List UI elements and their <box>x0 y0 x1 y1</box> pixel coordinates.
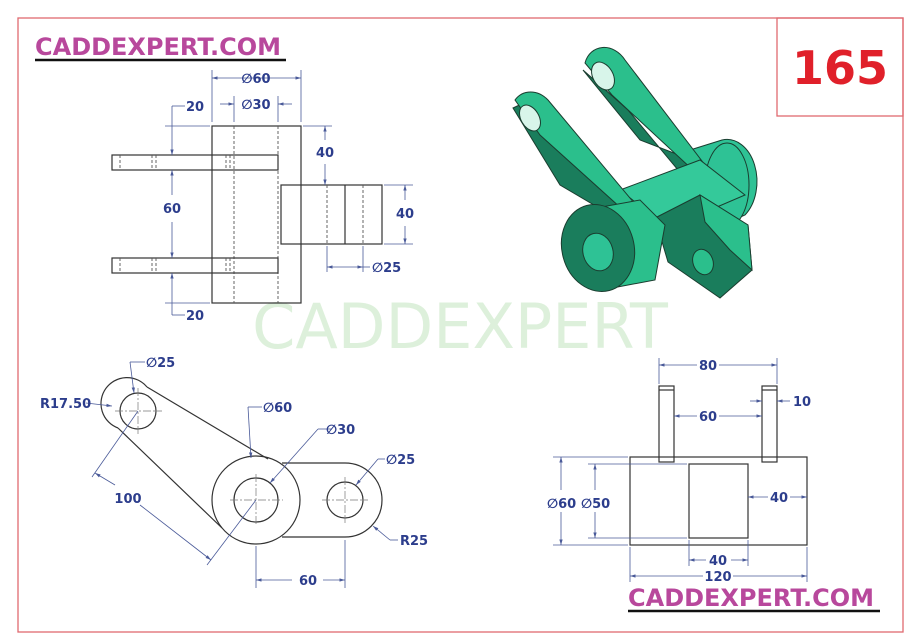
top-view: ∅25 R17.50 ∅60 ∅30 ∅25 R25 100 60 <box>40 356 428 589</box>
dim-top-dia25-right: ∅25 <box>386 453 415 468</box>
dim-front-60: 60 <box>163 202 181 217</box>
dim-side-60: 60 <box>699 410 717 425</box>
dim-front-20-top: 20 <box>186 100 204 115</box>
dim-front-dia30: ∅30 <box>241 98 270 113</box>
side-view: 80 60 10 ∅60 ∅50 40 40 120 <box>547 358 811 585</box>
dim-front-20-bottom: 20 <box>186 309 204 324</box>
sheet-border <box>17 17 904 633</box>
logo-top: CADDEXPERT.COM <box>35 33 281 61</box>
dim-side-10: 10 <box>793 395 811 410</box>
number-box <box>776 17 904 117</box>
isometric-model-icon <box>512 46 758 299</box>
dim-top-60: 60 <box>299 574 317 589</box>
dim-side-80: 80 <box>699 359 717 374</box>
dim-top-dia60: ∅60 <box>263 401 292 416</box>
logo-bottom: CADDEXPERT.COM <box>628 584 874 612</box>
dim-top-dia25-small: ∅25 <box>146 356 175 371</box>
dim-side-dia50: ∅50 <box>581 497 610 512</box>
dim-front-40-offset: 40 <box>316 146 334 161</box>
dim-side-120: 120 <box>704 570 731 585</box>
dim-top-100: 100 <box>114 492 141 507</box>
dim-side-40-right: 40 <box>770 491 788 506</box>
dim-side-dia60: ∅60 <box>547 497 576 512</box>
dim-front-dia60: ∅60 <box>241 72 270 87</box>
watermark: CADDEXPERT <box>252 290 669 363</box>
dim-front-dia25: ∅25 <box>372 261 401 276</box>
dim-top-dia30: ∅30 <box>326 423 355 438</box>
front-view: ∅60 ∅30 20 60 20 40 40 ∅25 <box>111 70 414 324</box>
dim-side-40-bottom: 40 <box>709 554 727 569</box>
dim-top-r17-50: R17.50 <box>40 397 91 412</box>
drawing-number: 165 <box>792 41 888 95</box>
dim-top-r25: R25 <box>400 534 428 549</box>
dim-front-40-height: 40 <box>396 207 414 222</box>
